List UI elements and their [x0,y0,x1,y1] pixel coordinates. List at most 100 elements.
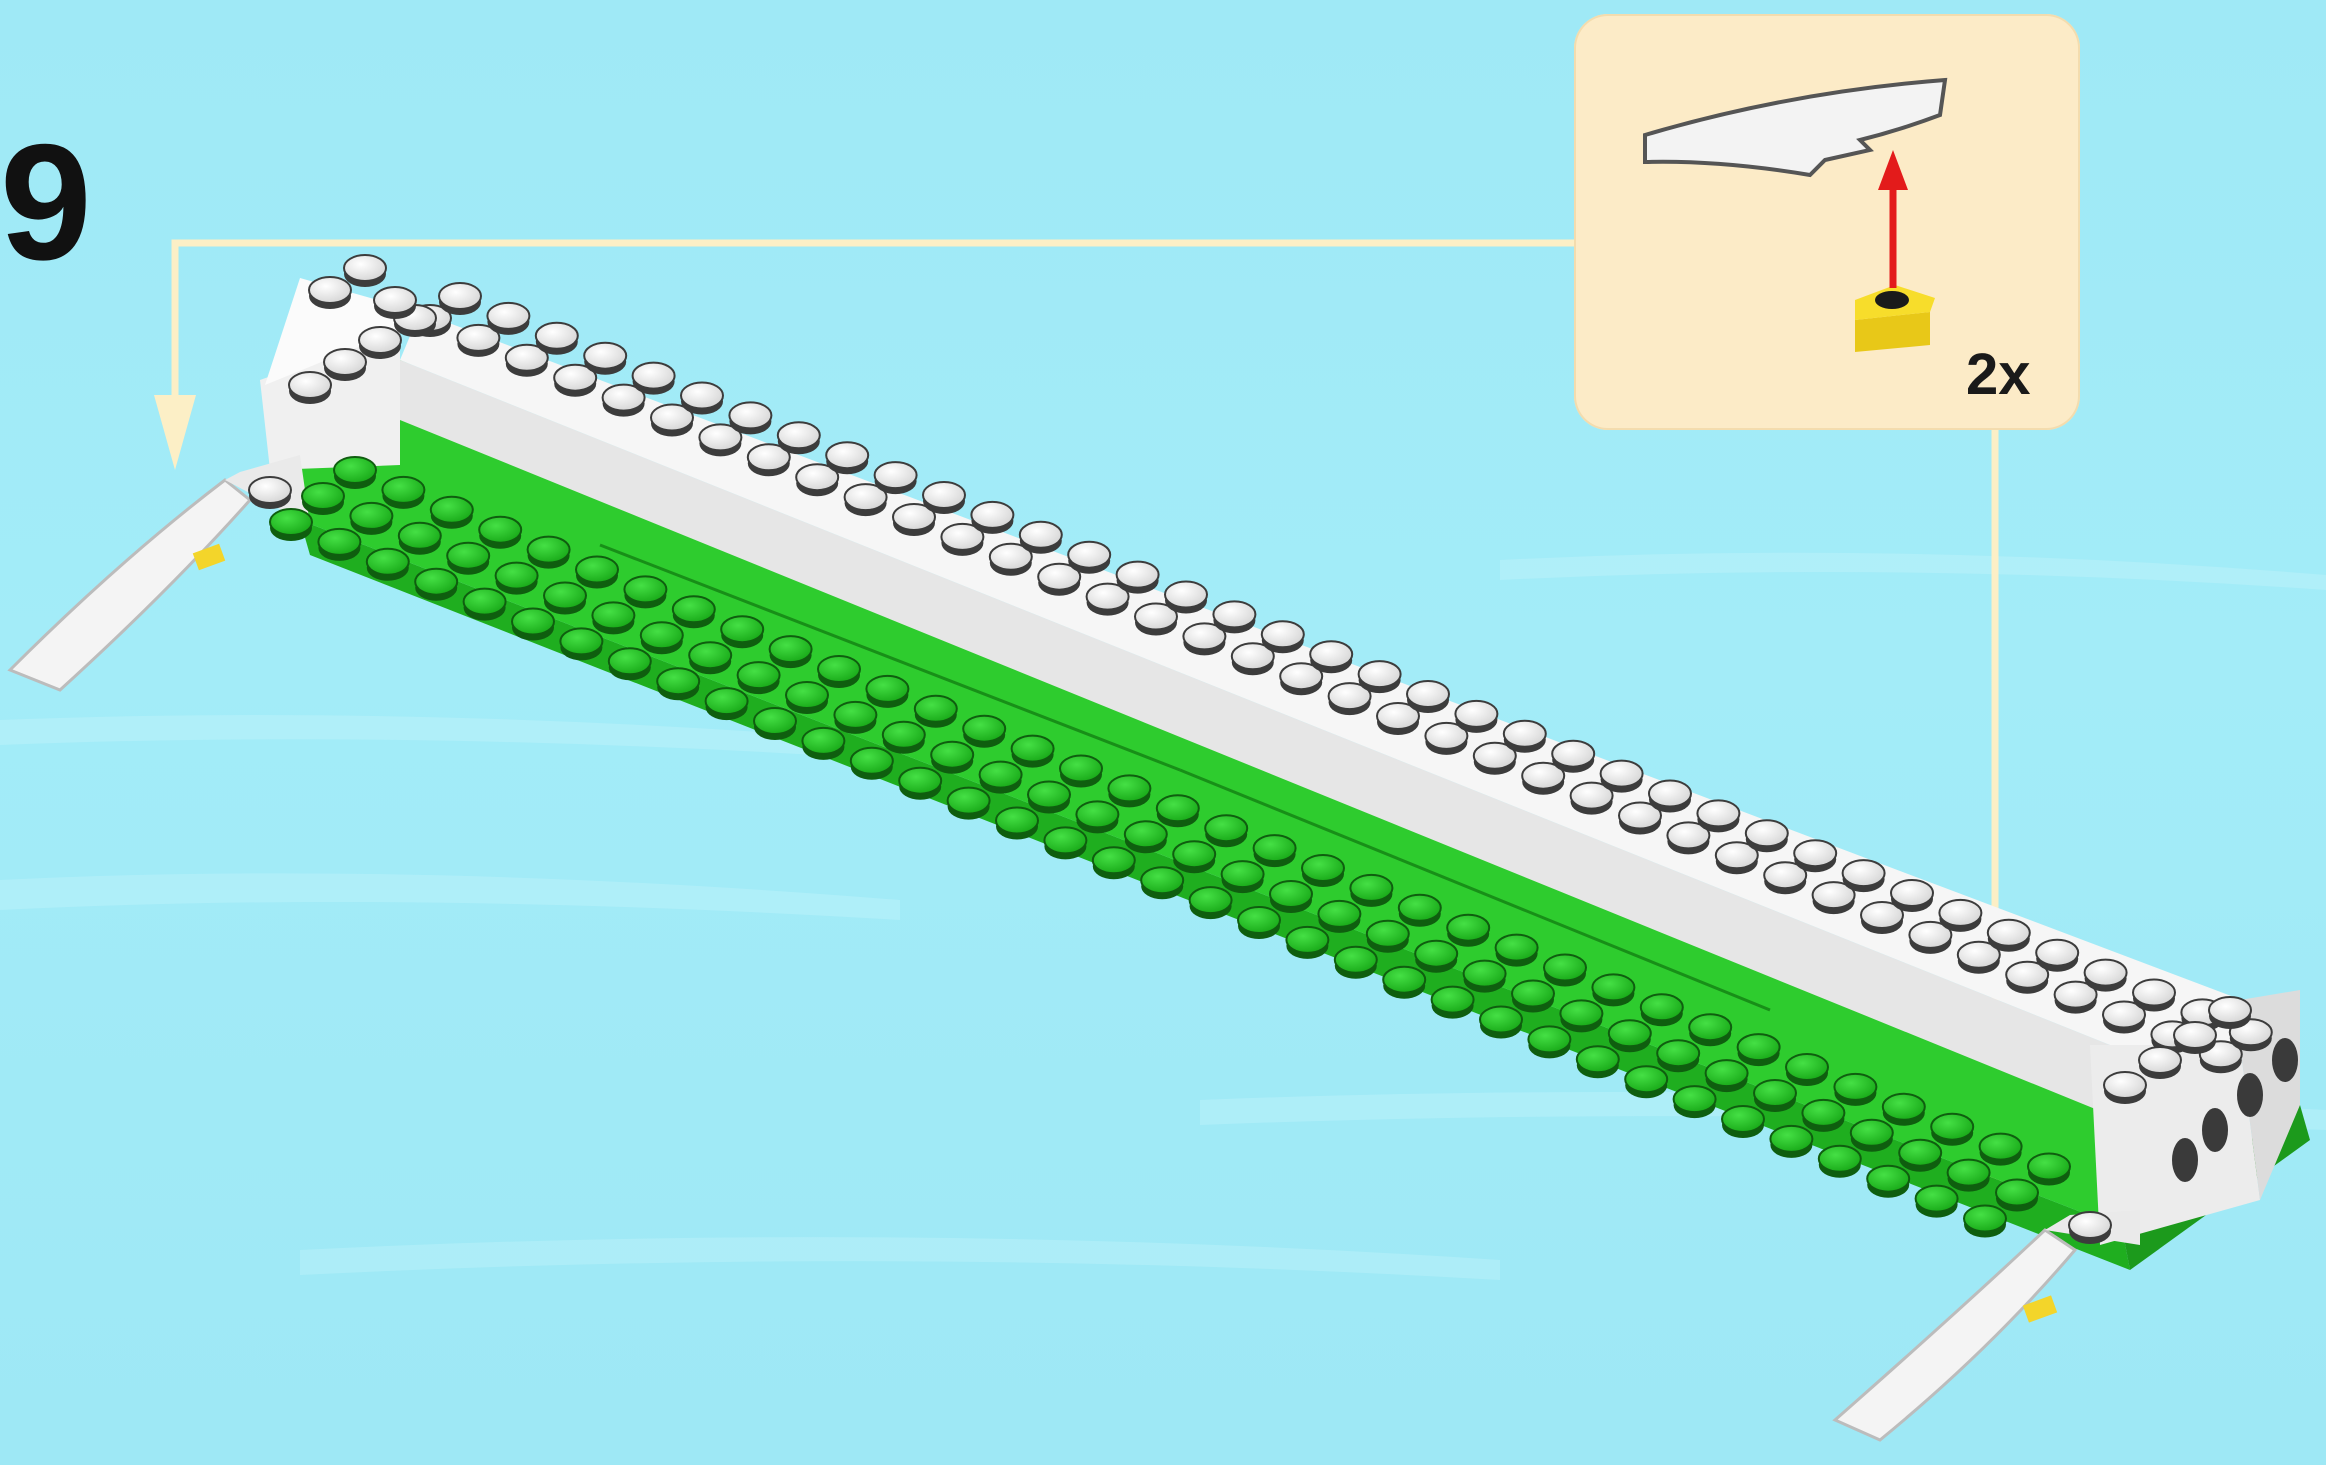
stud [1649,781,1691,807]
stud [996,808,1038,834]
stud [350,503,392,529]
stud [479,517,521,543]
stud [1060,756,1102,782]
stud [1592,974,1634,1000]
stud [721,616,763,642]
stud [826,442,868,468]
stud [1746,820,1788,846]
stud [1254,835,1296,861]
stud [1222,861,1264,887]
stud [980,762,1022,788]
stud [2028,1154,2070,1180]
stud [487,303,529,329]
stud [1093,847,1135,873]
stud [592,602,634,628]
callout-yellow-plate-part [1855,285,1935,352]
stud [382,477,424,503]
stud [1028,782,1070,808]
stud [447,543,489,569]
stud [883,722,925,748]
stud [609,648,651,674]
stud [1964,1206,2006,1232]
stud [496,563,538,589]
stud [1076,801,1118,827]
stud [1383,967,1425,993]
stud [1335,947,1377,973]
stud [1931,1114,1973,1140]
stud [1125,821,1167,847]
stud [1141,867,1183,893]
stud [1996,1180,2038,1206]
stud [249,477,291,503]
stud [1657,1040,1699,1066]
stud [528,537,570,563]
stud [1641,994,1683,1020]
stud [1738,1034,1780,1060]
stud [1560,1000,1602,1026]
stud [309,277,351,303]
stud [1190,887,1232,913]
stud [1407,681,1449,707]
stud [2174,1022,2216,1048]
stud [681,383,723,409]
stud [536,323,578,349]
stud [1552,741,1594,767]
stud [1262,621,1304,647]
stud [1310,641,1352,667]
stud [1117,562,1159,588]
stud [544,583,586,609]
stud [2085,960,2127,986]
stud [270,509,312,535]
stud [1948,1160,1990,1186]
stud [915,696,957,722]
stud [431,497,473,523]
stud [289,372,331,398]
stud [1496,935,1538,961]
stud [1916,1186,1958,1212]
stud [2209,997,2251,1023]
stud [399,523,441,549]
stud [1432,987,1474,1013]
stud [464,589,506,615]
stud [899,768,941,794]
stud [359,327,401,353]
stud [786,682,828,708]
stud [729,402,771,428]
stud [415,569,457,595]
stud [318,529,360,555]
stud [931,742,973,768]
stud [2139,1047,2181,1073]
stud [1157,795,1199,821]
stud [1980,1134,2022,1160]
stud [673,596,715,622]
stud [1318,901,1360,927]
stud [1625,1066,1667,1092]
stud [641,622,683,648]
stud [866,676,908,702]
stud [334,457,376,483]
stud [1464,961,1506,987]
stud [1020,522,1062,548]
stud [1270,881,1312,907]
stud [2104,1072,2146,1098]
stud [1447,915,1489,941]
stud [1577,1046,1619,1072]
stud [1867,1166,1909,1192]
stud [1544,955,1586,981]
stud [1165,582,1207,608]
stud [802,728,844,754]
stud [1068,542,1110,568]
stud [584,343,626,369]
stud [738,662,780,688]
stud [1480,1007,1522,1033]
stud [1722,1106,1764,1132]
stud [1754,1080,1796,1106]
stud [633,363,675,389]
stud [963,716,1005,742]
stud [2133,980,2175,1006]
stud [1786,1054,1828,1080]
stud [1367,921,1409,947]
stud [512,609,554,635]
stud [439,283,481,309]
